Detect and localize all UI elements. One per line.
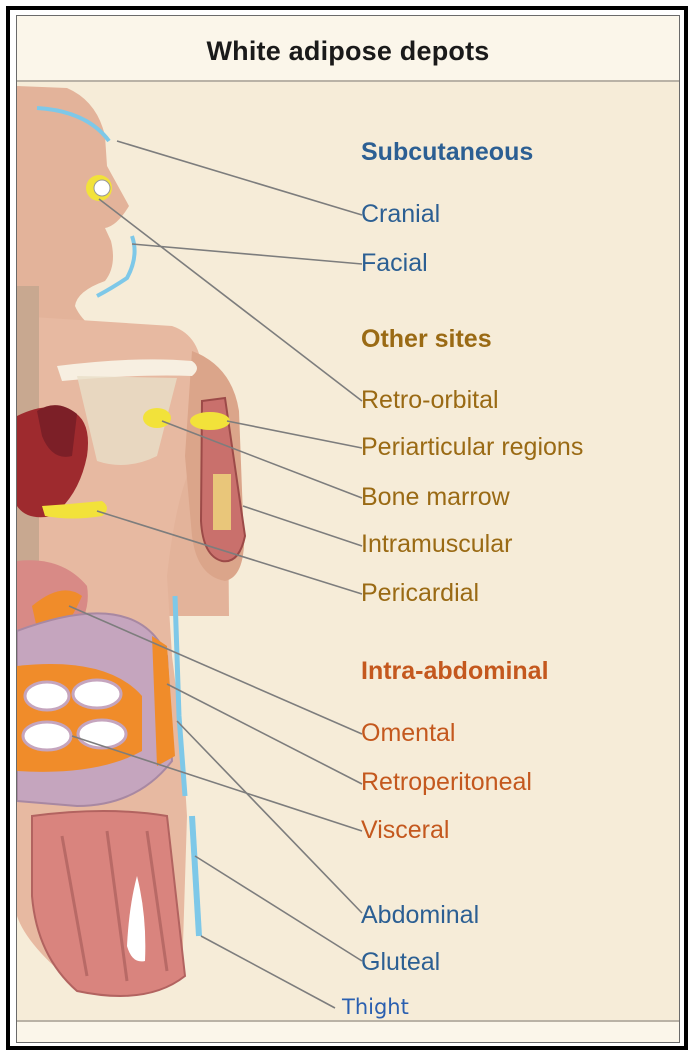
intramuscular-fat	[213, 474, 231, 530]
label-omental: Omental	[361, 719, 455, 748]
gluteal-fat	[192, 816, 199, 936]
header-other-sites: Other sites	[361, 325, 492, 354]
eye	[94, 180, 110, 196]
label-visceral: Visceral	[361, 816, 449, 845]
leader-abdominal	[177, 721, 362, 913]
leader-gluteal	[195, 856, 362, 961]
leader-cranial	[117, 141, 362, 215]
diagram-panel: White adipose depots	[16, 15, 680, 1043]
leader-intramuscular	[243, 506, 362, 546]
label-thight: Thight	[342, 995, 409, 1019]
label-cranial: Cranial	[361, 200, 440, 229]
leader-periarticular	[227, 421, 362, 448]
label-periarticular-regions: Periarticular regions	[361, 433, 583, 462]
label-pericardial: Pericardial	[361, 579, 479, 608]
bottom-bar	[17, 1020, 679, 1043]
outer-frame: White adipose depots	[6, 6, 688, 1050]
label-retro-orbital: Retro-orbital	[361, 386, 499, 415]
label-facial: Facial	[361, 249, 428, 278]
header-subcutaneous: Subcutaneous	[361, 138, 533, 167]
header-intra-abdominal: Intra-abdominal	[361, 657, 549, 686]
leader-thigh	[201, 936, 335, 1008]
label-gluteal: Gluteal	[361, 948, 440, 977]
leader-retroperitoneal	[167, 684, 362, 784]
bone-marrow-fat	[143, 408, 171, 428]
label-abdominal: Abdominal	[361, 901, 479, 930]
leader-facial	[132, 244, 362, 264]
inner-frame: White adipose depots	[10, 10, 684, 1046]
periarticular-fat	[190, 412, 230, 430]
label-retroperitoneal: Retroperitoneal	[361, 768, 532, 797]
anatomy-illustration	[17, 16, 679, 1042]
label-intramuscular: Intramuscular	[361, 530, 512, 559]
label-bone-marrow: Bone marrow	[361, 483, 510, 512]
